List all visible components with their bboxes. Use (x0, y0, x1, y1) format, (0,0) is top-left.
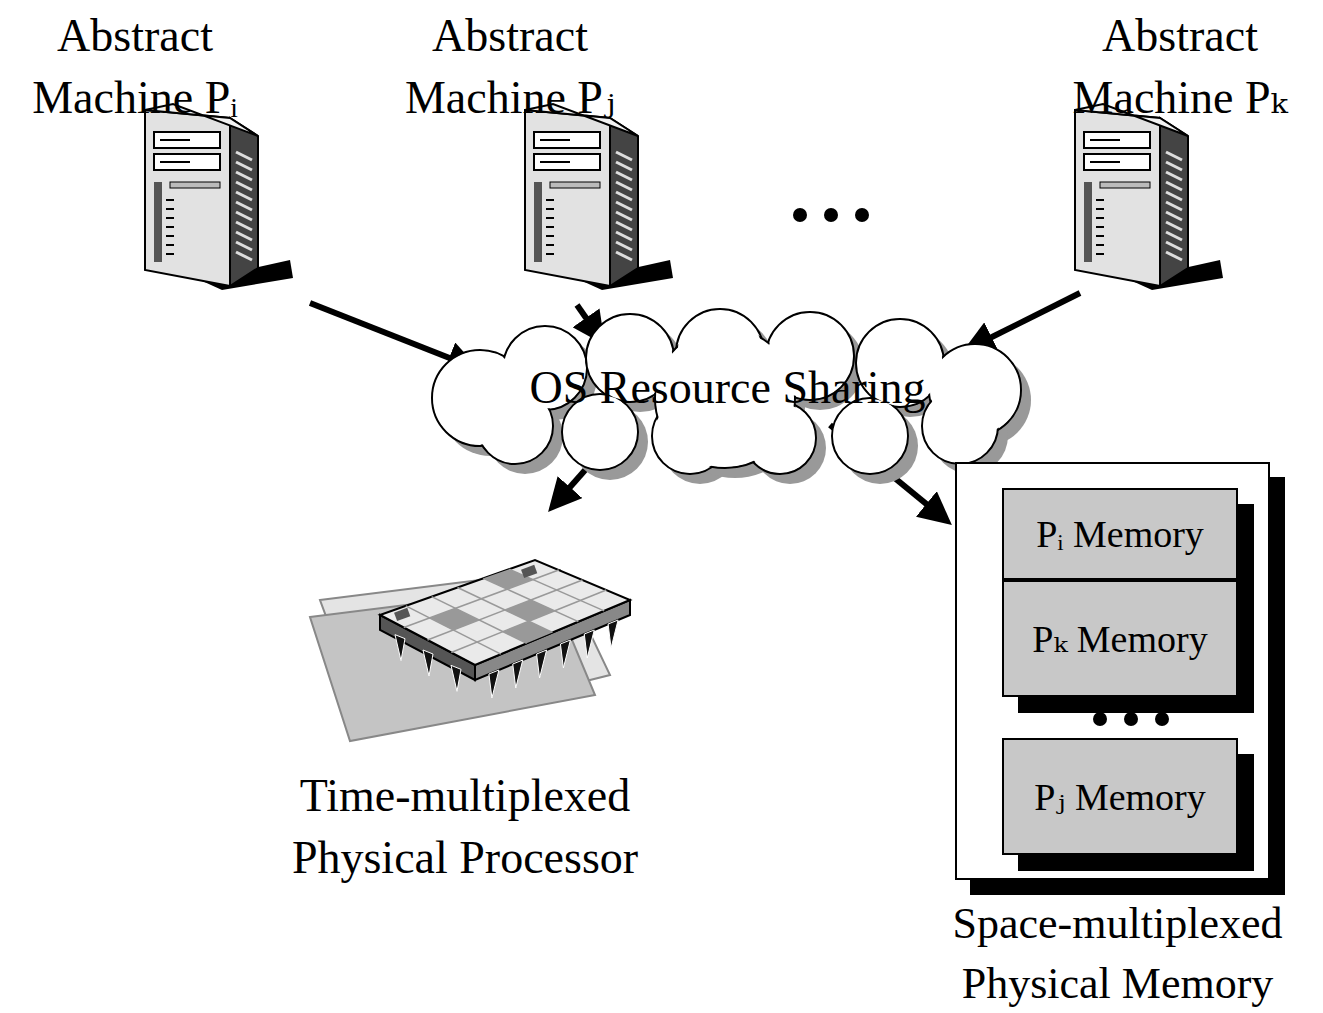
connector-arrow (310, 303, 466, 365)
resource-cloud-label: OS Resource Sharing (405, 360, 1050, 416)
server-icon (1060, 110, 1225, 290)
ellipsis-dots (793, 208, 869, 222)
memory-block: Pᵢ Memory (1002, 488, 1238, 580)
server-icon (130, 110, 295, 290)
memory-block-label: Pₖ Memory (1032, 616, 1207, 662)
processor-label: Time-multiplexed Physical Processor (255, 765, 675, 889)
abstract-machine-label: Abstract Machine Pₖ (1050, 5, 1310, 129)
processor: Time-multiplexed Physical Processor (255, 500, 675, 890)
memory-block-label: Pⱼ Memory (1034, 774, 1206, 820)
server-icon (510, 110, 675, 290)
memory-block-label: Pᵢ Memory (1036, 511, 1204, 557)
abstract-machine-label: Abstract Machine Pᵢ (5, 5, 265, 129)
physical-memory-label: Space-multiplexed Physical Memory (915, 894, 1320, 1013)
abstract-machine: Abstract Machine Pⱼ (380, 5, 640, 290)
chip-icon (310, 555, 640, 745)
abstract-machine-label: Abstract Machine Pⱼ (380, 5, 640, 129)
resource-cloud: OS Resource Sharing (405, 318, 1050, 468)
connector-arrow (577, 305, 596, 333)
memory-block: Pⱼ Memory (1002, 738, 1238, 855)
memory-block: Pₖ Memory (1002, 580, 1238, 697)
abstract-machine: Abstract Machine Pᵢ (5, 5, 265, 290)
abstract-machine: Abstract Machine Pₖ (1050, 5, 1310, 290)
physical-memory: Space-multiplexed Physical Memory Pᵢ Memo… (915, 462, 1320, 1012)
connector-arrow (975, 293, 1080, 345)
ellipsis-dots (1085, 709, 1175, 729)
